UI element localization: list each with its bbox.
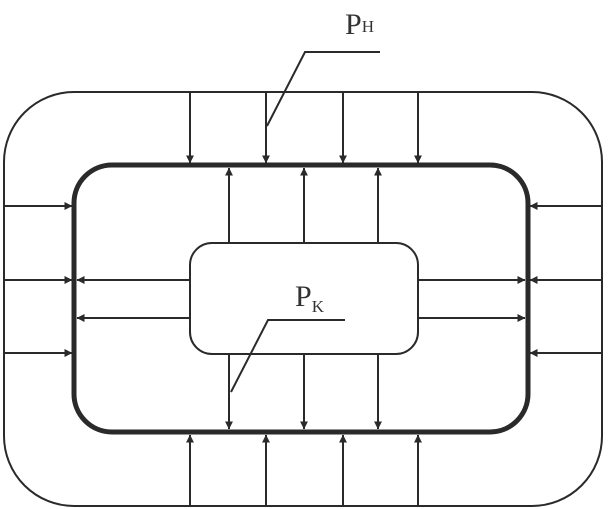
label-outer-pressure-sub: H: [362, 17, 374, 36]
leader-inner-pressure: [230, 319, 345, 393]
label-inner-pressure-sub: K: [312, 297, 325, 316]
label-inner-pressure: PK: [295, 280, 325, 316]
outer-pressure-arrows: [5, 93, 603, 505]
inner-pressure-arrows: [76, 167, 526, 430]
label-inner-pressure-main: P: [295, 280, 312, 313]
outer-boundary: [3, 91, 603, 507]
label-outer-pressure-main: P: [345, 8, 362, 41]
leader-outer-pressure: [266, 51, 380, 127]
thick-wall: [71, 162, 531, 435]
label-outer-pressure: PH: [345, 8, 374, 41]
